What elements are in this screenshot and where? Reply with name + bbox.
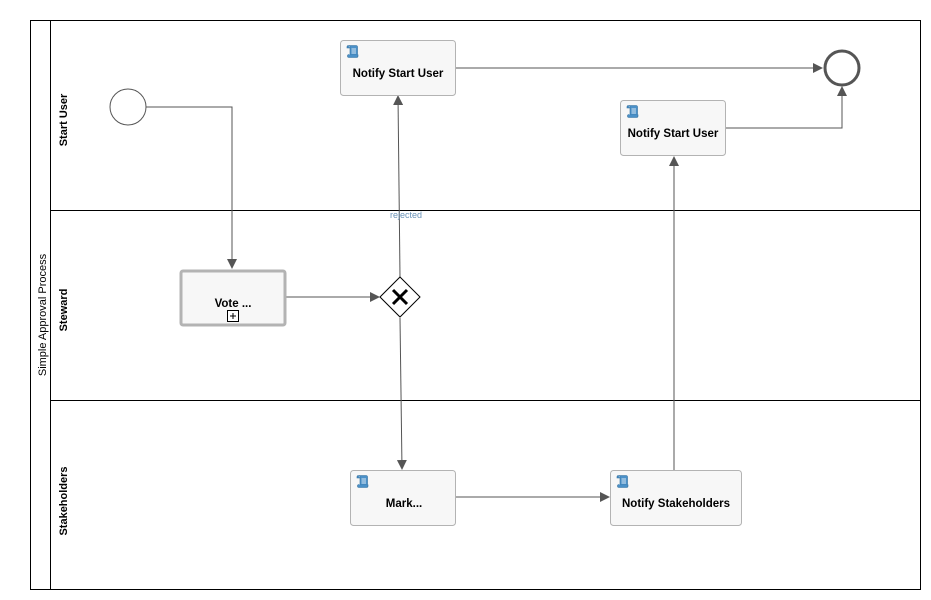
flow-gateway-rejected[interactable] xyxy=(393,95,404,278)
start-event[interactable] xyxy=(109,88,147,126)
task-label: Notify Start User xyxy=(628,128,719,140)
lane-label-start-user: Start User xyxy=(58,93,70,146)
lane-label-stakeholders: Stakeholders xyxy=(58,466,70,535)
lane-steward[interactable]: Steward xyxy=(58,289,70,332)
subprocess-label: Vote ... xyxy=(215,298,252,310)
flow-start-to-vote[interactable] xyxy=(146,106,237,269)
task-label: Mark... xyxy=(386,498,422,510)
pool-label: Simple Approval Process xyxy=(37,253,49,376)
sequence-flows: rejected xyxy=(146,63,847,502)
task-box xyxy=(610,470,742,526)
task-box xyxy=(350,470,456,526)
flow-gateway-to-mark[interactable] xyxy=(396,317,407,470)
task-mark[interactable]: Mark... xyxy=(350,470,456,526)
flow-notify-start-user-2-to-end[interactable] xyxy=(726,86,847,129)
task-box xyxy=(620,100,726,156)
lane-label-steward: Steward xyxy=(58,289,70,332)
task-notify-start-user[interactable]: Notify Start User xyxy=(340,40,456,96)
pool-border xyxy=(30,20,921,590)
exclusive-gateway[interactable] xyxy=(379,276,421,318)
subprocess-box xyxy=(179,269,287,327)
task-label: Notify Start User xyxy=(353,68,444,80)
collapsed-subprocess-marker-icon[interactable] xyxy=(227,310,239,322)
flow-label-rejected: rejected xyxy=(390,210,422,220)
x-icon xyxy=(391,288,409,306)
task-notify-start-user-2[interactable]: Notify Start User xyxy=(620,100,726,156)
subprocess-vote[interactable]: Vote ... xyxy=(179,269,287,327)
lane-stakeholders[interactable]: Stakeholders xyxy=(58,466,70,535)
end-event[interactable] xyxy=(823,49,861,87)
pool[interactable]: Simple Approval Process xyxy=(30,20,921,590)
lane-start-user[interactable]: Start User xyxy=(58,93,70,146)
task-notify-stakeholders[interactable]: Notify Stakeholders xyxy=(610,470,742,526)
task-box xyxy=(340,40,456,96)
task-label: Notify Stakeholders xyxy=(622,498,730,510)
